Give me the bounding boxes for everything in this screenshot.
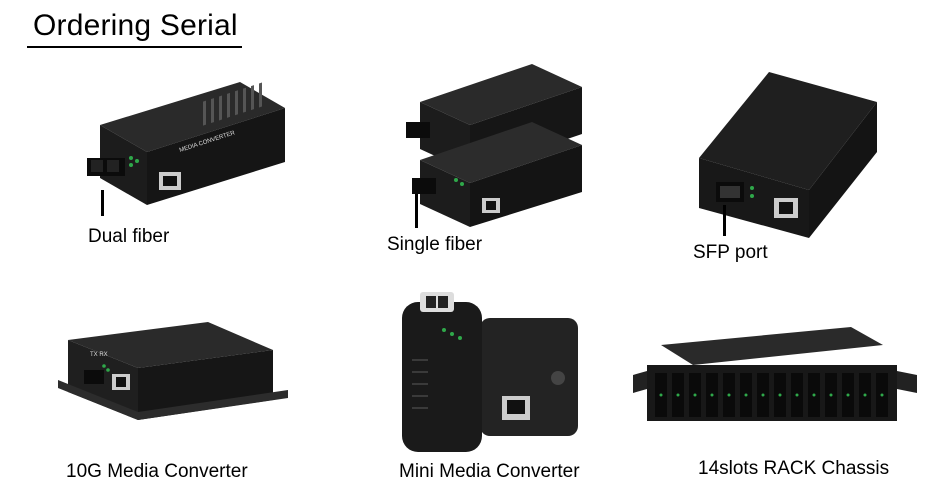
mini-caption: Mini Media Converter (399, 461, 580, 482)
sfp-port-product-image (694, 70, 882, 240)
sfp-port-pointer (723, 205, 726, 236)
rack-product-image (633, 325, 918, 423)
sfp-port-caption: SFP port (693, 242, 768, 263)
dual-fiber-product-image: MEDIA CONVERTER (85, 80, 290, 205)
10g-tx-rx-label: TX RX (90, 352, 108, 358)
title-underline (27, 46, 242, 48)
single-fiber-caption: Single fiber (387, 234, 483, 255)
page-title: Ordering Serial (33, 9, 238, 42)
dual-fiber-caption: Dual fiber (88, 226, 170, 247)
mini-product-image (398, 290, 586, 454)
10g-caption: 10G Media Converter (66, 461, 248, 482)
rack-caption: 14slots RACK Chassis (698, 458, 890, 479)
single-fiber-pointer (415, 194, 418, 228)
dual-fiber-pointer (101, 190, 104, 216)
10g-product-image: TX RX (58, 320, 288, 422)
single-fiber-product-image (402, 62, 587, 227)
